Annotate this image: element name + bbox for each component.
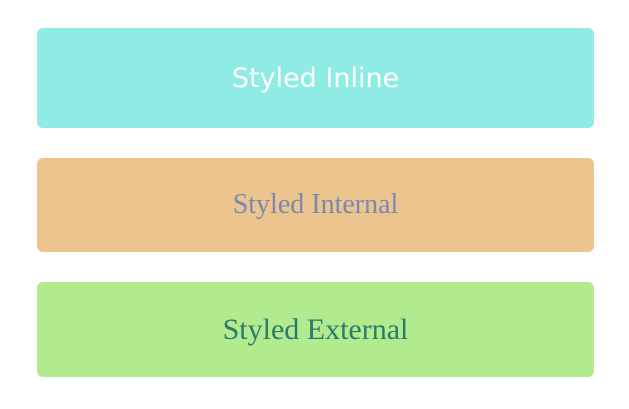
styled-internal-box: Styled Internal: [37, 158, 594, 252]
styled-external-box: Styled External: [37, 282, 594, 377]
styled-external-label: Styled External: [222, 312, 409, 346]
styled-inline-label: Styled Inline: [231, 62, 400, 94]
styled-internal-label: Styled Internal: [232, 189, 399, 220]
styled-inline-box: Styled Inline: [37, 28, 594, 128]
